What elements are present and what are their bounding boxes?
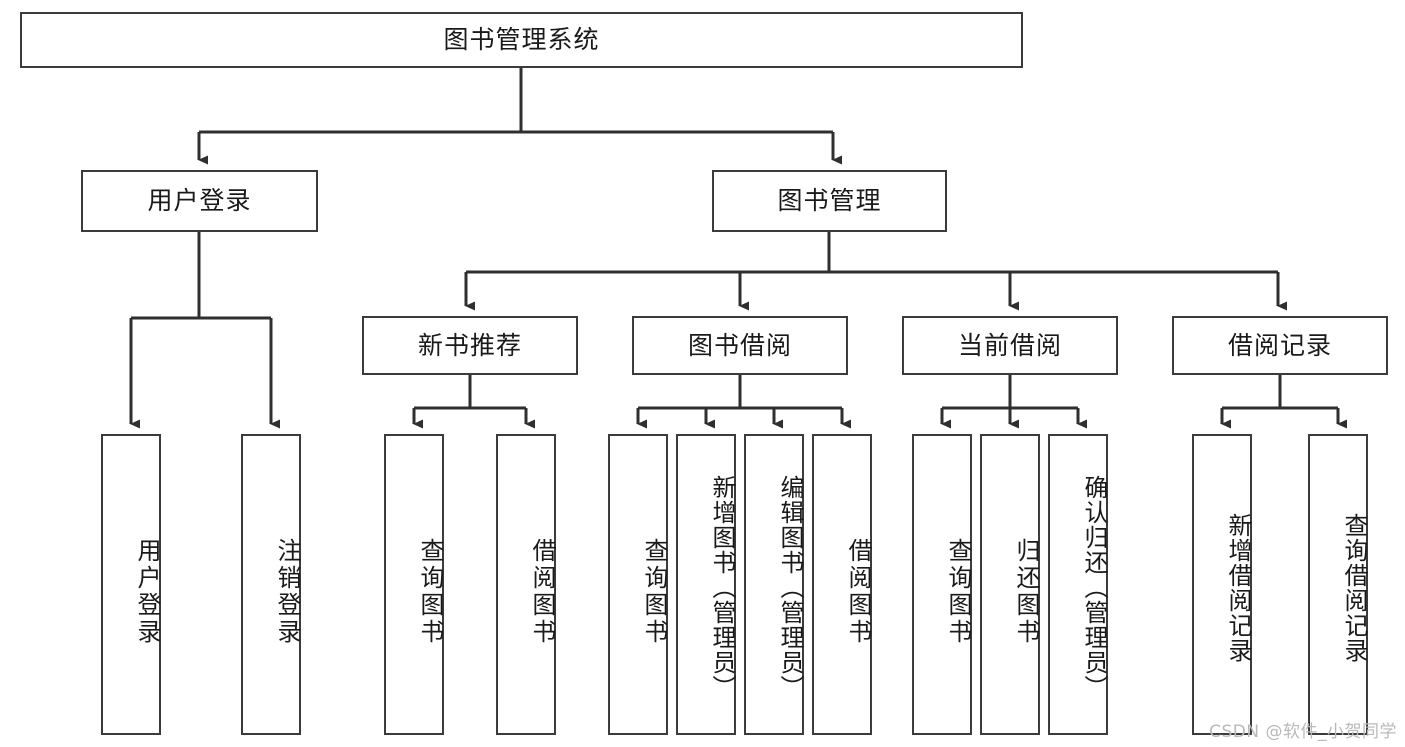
leaf-add-record[interactable]: 新增借阅记录	[1192, 434, 1252, 735]
node-book-manage[interactable]: 图书管理	[712, 170, 947, 232]
node-root-label: 图书管理系统	[443, 25, 600, 54]
node-book-borrow[interactable]: 图书借阅	[632, 316, 848, 375]
node-user-login-label: 用户登录	[147, 186, 252, 215]
node-root[interactable]: 图书管理系统	[20, 12, 1023, 68]
leaf-confirm-return-label: 确认归还（管理员）	[1080, 475, 1108, 700]
watermark-text: CSDN @软件_小贺同学	[1209, 722, 1397, 742]
leaf-borrow-book-2[interactable]: 借阅图书	[812, 434, 872, 735]
leaf-add-book-label: 新增图书（管理员）	[708, 475, 736, 700]
node-new-book-rec[interactable]: 新书推荐	[362, 316, 578, 375]
leaf-return-book[interactable]: 归还图书	[980, 434, 1040, 735]
leaf-borrow-book-1-label: 借阅图书	[528, 537, 556, 646]
leaf-return-book-label: 归还图书	[1012, 537, 1040, 646]
leaf-user-login-label: 用户登录	[133, 537, 161, 646]
node-book-borrow-label: 图书借阅	[687, 330, 792, 360]
leaf-confirm-return[interactable]: 确认归还（管理员）	[1048, 434, 1108, 735]
leaf-query-book-3-label: 查询图书	[944, 537, 972, 646]
node-current-borrow[interactable]: 当前借阅	[902, 316, 1118, 375]
leaf-query-book-2[interactable]: 查询图书	[608, 434, 668, 735]
leaf-query-book-1[interactable]: 查询图书	[384, 434, 444, 735]
leaf-borrow-book-2-label: 借阅图书	[844, 537, 872, 646]
leaf-edit-book[interactable]: 编辑图书（管理员）	[744, 434, 804, 735]
node-new-book-rec-label: 新书推荐	[417, 330, 522, 360]
leaf-add-book[interactable]: 新增图书（管理员）	[676, 434, 736, 735]
node-current-borrow-label: 当前借阅	[957, 330, 1062, 360]
leaf-query-record[interactable]: 查询借阅记录	[1308, 434, 1368, 735]
node-borrow-record[interactable]: 借阅记录	[1172, 316, 1388, 375]
leaf-edit-book-label: 编辑图书（管理员）	[776, 475, 804, 700]
leaf-query-record-label: 查询借阅记录	[1340, 512, 1368, 663]
node-book-manage-label: 图书管理	[777, 186, 882, 215]
node-borrow-record-label: 借阅记录	[1227, 330, 1332, 360]
leaf-query-book-2-label: 查询图书	[640, 537, 668, 646]
leaf-logout-label: 注销登录	[273, 537, 301, 646]
leaf-add-record-label: 新增借阅记录	[1224, 512, 1252, 663]
leaf-borrow-book-1[interactable]: 借阅图书	[496, 434, 556, 735]
leaf-logout[interactable]: 注销登录	[241, 434, 301, 735]
leaf-user-login[interactable]: 用户登录	[101, 434, 161, 735]
leaf-query-book-1-label: 查询图书	[416, 537, 444, 646]
node-user-login[interactable]: 用户登录	[81, 170, 318, 232]
leaf-query-book-3[interactable]: 查询图书	[912, 434, 972, 735]
